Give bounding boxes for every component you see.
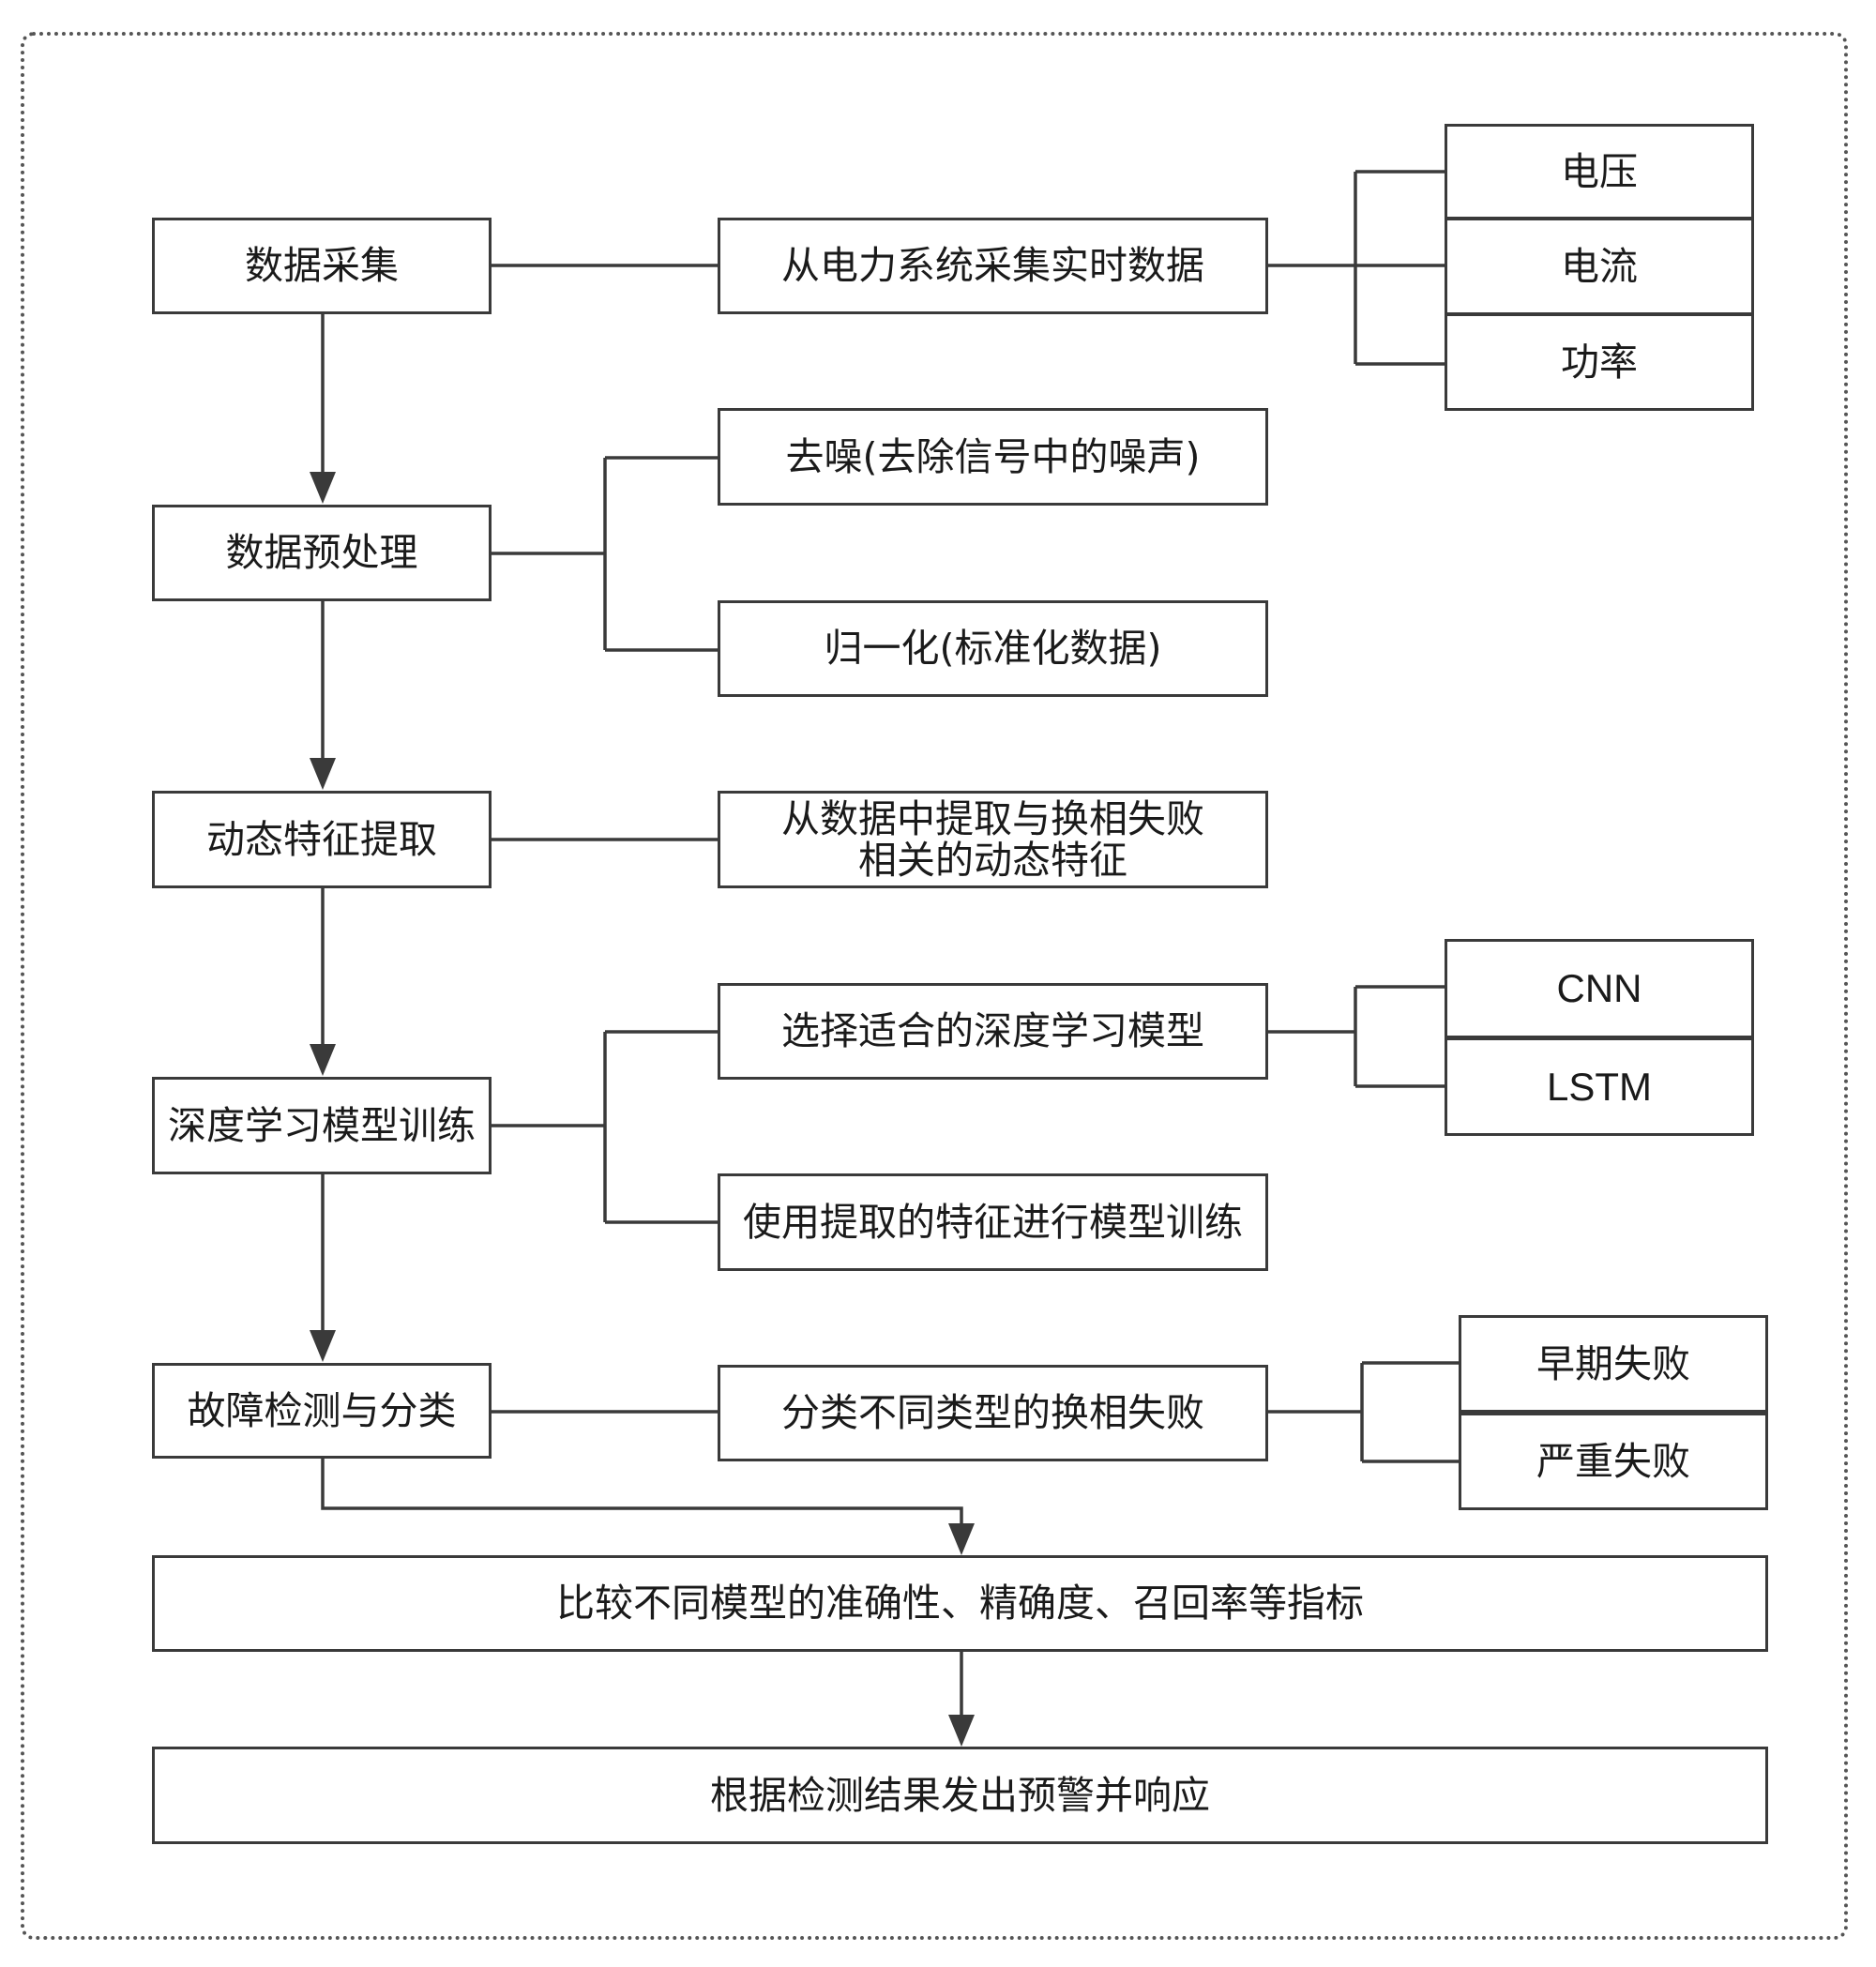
desc-label-line-2: 相关的动态特征 <box>858 838 1127 883</box>
leaf-label: CNN <box>1556 966 1642 1011</box>
leaf-severe-failure: 严重失败 <box>1459 1413 1768 1510</box>
arrow-detect <box>310 1330 336 1362</box>
flow-detect-to-compare <box>321 1459 963 1529</box>
step-data-collection: 数据采集 <box>152 218 492 314</box>
leaf-label: 电压 <box>1561 148 1638 194</box>
arrow-feature <box>310 758 336 790</box>
leaf-current: 电流 <box>1445 218 1754 315</box>
leaf-lstm: LSTM <box>1445 1037 1754 1136</box>
step-label: 深度学习模型训练 <box>168 1102 476 1148</box>
desc-label: 从电力系统采集实时数据 <box>781 243 1204 289</box>
step-model-training: 深度学习模型训练 <box>152 1077 492 1174</box>
desc-label: 归一化(标准化数据) <box>824 626 1162 672</box>
leaf-label: 功率 <box>1561 339 1638 385</box>
desc-extract-features: 从数据中提取与换相失败 相关的动态特征 <box>718 791 1268 888</box>
desc-select-model: 选择适合的深度学习模型 <box>718 983 1268 1080</box>
leaf-label: 早期失败 <box>1536 1340 1690 1386</box>
step-label: 动态特征提取 <box>206 816 437 862</box>
dotted-frame <box>21 32 1848 1940</box>
desc-normalize: 归一化(标准化数据) <box>718 600 1268 697</box>
desc-label: 分类不同类型的换相失败 <box>781 1390 1204 1436</box>
leaf-power: 功率 <box>1445 313 1754 411</box>
leaf-cnn: CNN <box>1445 939 1754 1038</box>
leaf-voltage: 电压 <box>1445 124 1754 219</box>
step-label: 故障检测与分类 <box>187 1387 457 1433</box>
desc-train-with-features: 使用提取的特征进行模型训练 <box>718 1173 1268 1271</box>
desc-label: 使用提取的特征进行模型训练 <box>743 1199 1243 1245</box>
leaf-early-failure: 早期失败 <box>1459 1315 1768 1413</box>
arrow-preprocess <box>310 472 336 504</box>
step-label: 根据检测结果发出预警并响应 <box>710 1772 1210 1818</box>
step-label: 数据预处理 <box>225 530 418 576</box>
step-feature-extraction: 动态特征提取 <box>152 791 492 888</box>
desc-classify-failures: 分类不同类型的换相失败 <box>718 1365 1268 1461</box>
desc-label: 去噪(去除信号中的噪声) <box>785 433 1201 479</box>
step-label: 数据采集 <box>245 243 399 289</box>
arrow-warn <box>948 1715 975 1747</box>
step-compare-metrics: 比较不同模型的准确性、精确度、召回率等指标 <box>152 1555 1768 1652</box>
leaf-label: LSTM <box>1546 1064 1652 1109</box>
step-data-preprocessing: 数据预处理 <box>152 505 492 601</box>
desc-collect-realtime: 从电力系统采集实时数据 <box>718 218 1268 314</box>
leaf-label: 严重失败 <box>1536 1438 1690 1484</box>
leaf-label: 电流 <box>1561 243 1638 289</box>
desc-denoise: 去噪(去除信号中的噪声) <box>718 408 1268 506</box>
desc-label-line-1: 从数据中提取与换相失败 <box>781 795 1204 841</box>
step-fault-detection: 故障检测与分类 <box>152 1363 492 1459</box>
arrow-compare <box>948 1523 975 1555</box>
arrow-train <box>310 1044 336 1076</box>
desc-label: 选择适合的深度学习模型 <box>781 1008 1204 1054</box>
step-warning-response: 根据检测结果发出预警并响应 <box>152 1747 1768 1844</box>
step-label: 比较不同模型的准确性、精确度、召回率等指标 <box>556 1581 1364 1627</box>
